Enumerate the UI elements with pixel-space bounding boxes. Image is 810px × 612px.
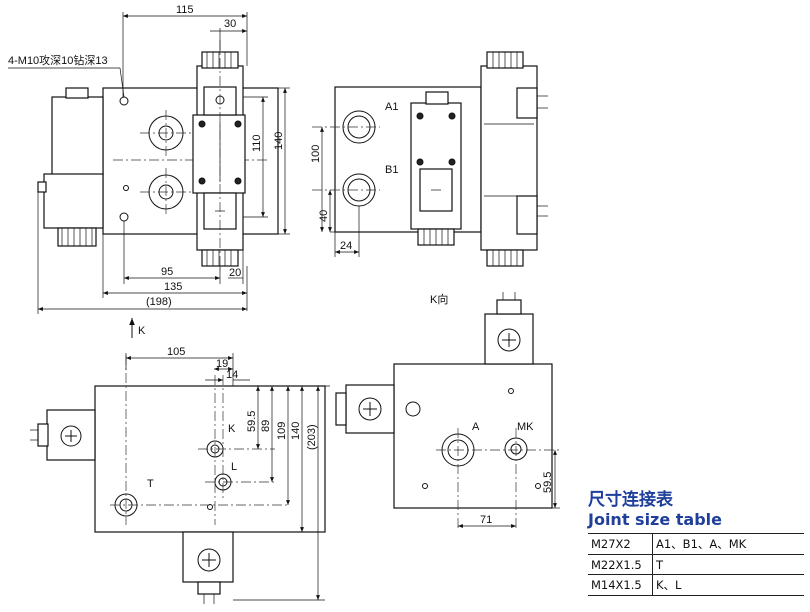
table-cell-ports: K、L <box>652 574 804 596</box>
top-view: 115 30 110 140 95 20 135 (198) 4- <box>8 4 290 314</box>
dim-24: 24 <box>340 240 352 252</box>
front-view: T K L 105 19 14 59.5 89 109 1 <box>30 346 330 604</box>
table-cell-size: M22X1.5 <box>588 554 653 575</box>
port-mk-label: MK <box>517 421 534 433</box>
port-t-label: T <box>147 478 154 490</box>
table-cell-ports: A1、B1、A、MK <box>652 533 804 555</box>
k-view-title: K向 <box>430 292 448 306</box>
dim-109: 109 <box>276 422 288 440</box>
dim-105: 105 <box>167 346 185 358</box>
port-k-label: K <box>228 423 236 435</box>
dim-71: 71 <box>480 514 492 526</box>
port-a-label: A <box>472 421 480 433</box>
table-row: M14X1.5 K、L <box>588 574 804 596</box>
table-cell-ports: T <box>652 554 804 575</box>
dim-95: 95 <box>161 266 173 278</box>
table-row: M27X2 A1、B1、A、MK <box>588 533 804 555</box>
dim-14: 14 <box>226 369 238 381</box>
dim-203: (203) <box>306 424 318 450</box>
side-view: A1 B1 100 40 <box>310 51 548 267</box>
dim-135: 135 <box>164 281 182 293</box>
thread-note: 4-M10攻深10钻深13 <box>8 53 108 67</box>
table-cell-size: M14X1.5 <box>588 574 653 596</box>
dim-198: (198) <box>146 296 172 308</box>
dim-40: 40 <box>318 210 330 222</box>
dim-140-front: 140 <box>290 422 302 440</box>
table-title-cn: 尺寸连接表 <box>588 490 673 510</box>
dim-110: 110 <box>251 134 263 152</box>
table-cell-size: M27X2 <box>588 533 653 555</box>
dim-30: 30 <box>224 18 236 30</box>
k-direction-arrow: K <box>129 318 146 338</box>
dim-59-5-front: 59.5 <box>246 411 258 432</box>
k-arrow-label: K <box>138 325 146 337</box>
table-title-en: Joint size table <box>588 510 723 529</box>
dim-20: 20 <box>229 267 241 279</box>
k-view: K向 A MK 59.5 71 <box>335 292 560 530</box>
port-l-label: L <box>231 461 237 473</box>
port-a1-label: A1 <box>385 101 398 113</box>
dim-100: 100 <box>310 145 322 163</box>
dim-140-top: 140 <box>273 132 285 150</box>
dim-89: 89 <box>260 420 272 432</box>
dim-19: 19 <box>216 358 228 370</box>
table-row: M22X1.5 T <box>588 554 804 575</box>
joint-size-table-block: 尺寸连接表 Joint size table M27X2 A1、B1、A、MK … <box>588 490 804 596</box>
dim-115: 115 <box>176 4 194 16</box>
dim-59-5-kview: 59.5 <box>542 472 554 493</box>
joint-size-table: M27X2 A1、B1、A、MK M22X1.5 T M14X1.5 K、L <box>588 533 804 596</box>
port-b1-label: B1 <box>385 164 398 176</box>
